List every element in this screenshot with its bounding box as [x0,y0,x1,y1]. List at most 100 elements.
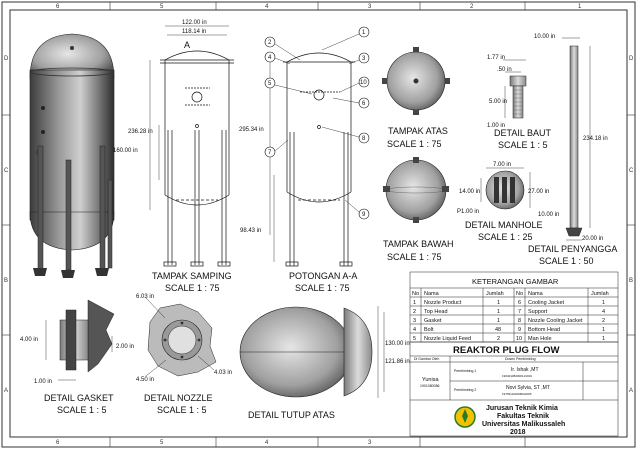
bolt-detail [503,59,527,119]
top-head-detail [239,306,385,398]
legend-cell: 1 [602,327,605,333]
supervisor-label: Dosen Pembimbing [505,357,536,361]
institution-line-1: Jurusan Teknik Kimia [486,405,558,412]
support-detail [562,37,591,241]
legend-title: KETERANGAN GAMBAR [472,277,559,286]
drawn-by-nim: 1901080086 [420,384,440,388]
supervisor-2-nip: 197811102008042006 [502,392,532,396]
zone-label: D [4,56,9,62]
zone-labels-top: 6 5 4 3 2 1 [56,4,582,10]
title-block [409,341,619,437]
manhole-dim-a: 7.00 in [493,162,511,168]
manhole-title: DETAIL MANHOLE [465,220,543,230]
isometric-tank-view [29,33,115,278]
balloons: 2 4 1 3 5 6 7 8 9 10 [264,26,370,220]
legend-cell: 2 [497,336,500,342]
section-dim-height: 295.34 in [239,127,264,133]
bolt-title: DETAIL BAUT [494,128,552,138]
nozzle-scale: SCALE 1 : 5 [157,405,207,415]
legend-header-cell: Jumlah [591,291,609,297]
side-view [149,25,234,267]
nozzle-detail [145,297,217,377]
manhole-dim-c: 27.00 in [528,189,549,195]
head-dim-a: 130.00 in [385,341,410,347]
balloon-label: 1 [362,30,366,36]
legend-header-cell: No [516,291,523,297]
inner-border [9,9,628,438]
zone-label: 4 [265,440,269,446]
drawn-by-label: Di Gambar Oleh [414,357,439,361]
balloon-label: 7 [268,150,272,156]
zone-label: 6 [56,4,60,10]
nozzle-dim-c: 4.50 in [136,377,154,383]
legend-cell: Bottom Head [528,327,560,333]
supervisor-2-label: Pembimbing 2 [454,388,476,392]
university-logo [454,406,476,428]
bolt-dim-d: 1.00 in [487,123,505,129]
manhole-scale: SCALE 1 : 25 [478,232,533,242]
legend-cell: 3 [413,318,416,324]
legend-rows: 1 Nozzle Product 1 6 Cooling Jacket 1 2 … [413,300,605,342]
supervisor-1-label: Pembimbing 1 [454,369,476,373]
bolt-scale: SCALE 1 : 5 [498,140,548,150]
balloon-label: 2 [268,40,272,46]
support-dim-c: 10.00 in [538,212,559,218]
gasket-dim-a: 4.00 in [20,337,38,343]
side-dim-inner-width: 118.14 in [182,29,206,35]
nozzle-dim-b: 4.03 in [214,370,232,376]
legend-cell: 1 [602,336,605,342]
legend-cell: Cooling Jacket [528,300,565,306]
year: 2018 [510,429,526,436]
section-dim-leg: 98.43 in [240,228,261,234]
gasket-dim-c: 1.00 in [34,379,52,385]
balloon-label: 5 [268,81,272,87]
legend-cell: 10 [516,336,522,342]
legend-cell: 2 [413,309,416,315]
legend-cell: 1 [497,300,500,306]
legend-cell: 1 [497,309,500,315]
zone-label: B [4,278,8,284]
supervisor-1-name: Ir. Ishak ,MT [511,367,539,373]
gasket-scale: SCALE 1 : 5 [57,405,107,415]
legend-cell: Bolt [424,327,434,333]
legend-cell: 5 [413,336,416,342]
zone-label: 5 [160,440,164,446]
drawing-title: REAKTOR PLUG FLOW [453,345,559,356]
top-view [382,47,450,115]
manhole-detail [480,167,531,210]
section-marker: A [184,40,190,50]
zone-label: 3 [368,4,372,10]
legend-cell: 4 [413,327,416,333]
balloon-label: 10 [360,80,367,86]
zone-label: 6 [56,440,60,446]
legend-cell: Man Hole [528,336,552,342]
gasket-detail [45,299,115,381]
zone-label: A [629,388,633,394]
legend-cell: 1 [497,318,500,324]
legend-cell: 7 [518,309,521,315]
balloon-label: 8 [362,136,366,142]
support-dim-a: 10.00 in [534,34,555,40]
side-dim-leg: 160.00 in [113,148,138,154]
side-view-scale: SCALE 1 : 75 [165,283,220,293]
institution-line-3: Universitas Malikussaleh [482,421,565,428]
bottom-view [383,157,449,223]
zone-label: 1 [578,4,582,10]
side-dim-height: 236.28 in [128,129,153,135]
legend-cell: 1 [602,300,605,306]
zone-label: C [629,168,634,174]
legend-cell: 1 [413,300,416,306]
manhole-dim-b: 14.00 in [459,189,480,195]
support-title: DETAIL PENYANGGA [528,244,617,254]
institution-line-2: Fakultas Teknik [497,413,549,420]
legend-cell: Nozzle Cooling Jacket [528,318,583,324]
balloon-label: 9 [362,212,366,218]
legend-header: No Nama Jumlah No Nama Jumlah [412,291,609,297]
nozzle-title: DETAIL NOZZLE [144,393,213,403]
legend-cell: 4 [602,309,605,315]
legend-cell: 8 [518,318,521,324]
legend-cell: Support [528,309,548,315]
